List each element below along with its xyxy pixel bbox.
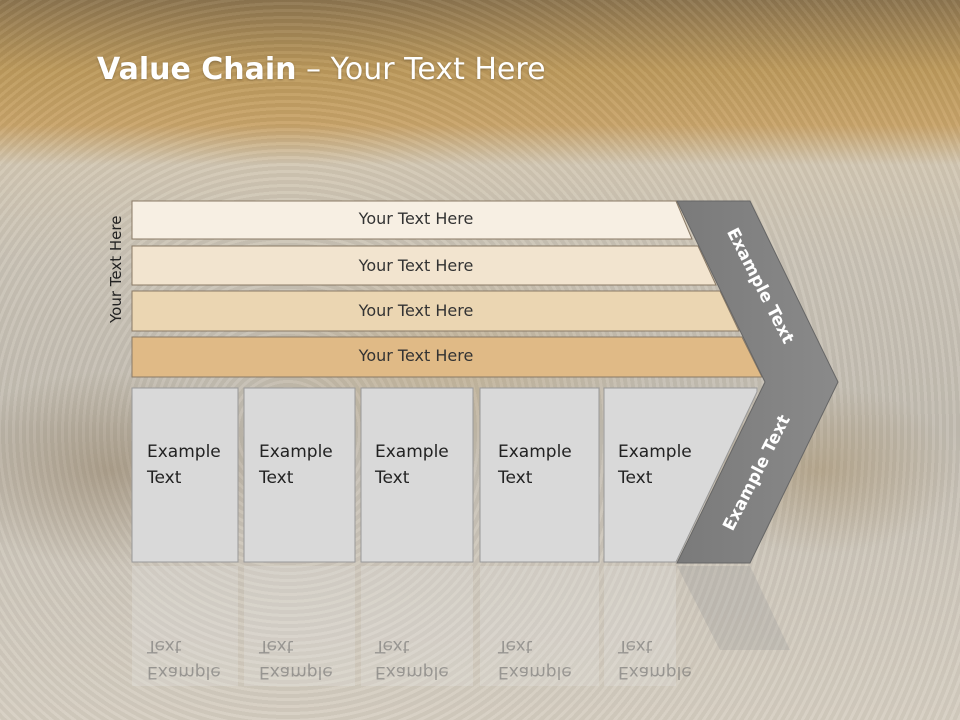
box-label-5-line2: Text (618, 468, 653, 488)
slide-title: Value Chain – Your Text Here (97, 52, 546, 87)
box-label-3-line1: Example (375, 442, 449, 462)
bar-label-2: Your Text Here (358, 256, 474, 275)
box-label-1-line2: Text (147, 468, 182, 488)
bar-label-1: Your Text Here (358, 209, 474, 228)
bar-3 (131, 290, 740, 332)
bar-label-3: Your Text Here (358, 301, 474, 320)
title-bold: Value Chain (97, 52, 297, 87)
box-label-5: Example Text (618, 439, 692, 491)
box-5 (603, 387, 758, 563)
box-label-1-line1: Example (147, 442, 221, 462)
box-label-1: Example Text (147, 439, 221, 491)
chevron-arrow (676, 200, 839, 564)
bar-2 (131, 245, 717, 286)
box-2 (243, 387, 356, 563)
reflection (132, 566, 790, 686)
box-label-3: Example Text (375, 439, 449, 491)
box-1 (131, 387, 239, 563)
bar-1 (131, 200, 693, 240)
box-label-2-line2: Text (259, 468, 294, 488)
box-4 (479, 387, 600, 563)
box-label-4-line2: Text (498, 468, 533, 488)
box-label-4-line1: Example (498, 442, 572, 462)
box-label-4: Example Text (498, 439, 572, 491)
bar-label-4: Your Text Here (358, 346, 474, 365)
box-label-5-line1: Example (618, 442, 692, 462)
bar-4 (131, 336, 763, 378)
box-label-3-line2: Text (375, 468, 410, 488)
box-label-2: Example Text (259, 439, 333, 491)
box-3 (360, 387, 474, 563)
box-label-2-line1: Example (259, 442, 333, 462)
title-rest: – Your Text Here (296, 52, 546, 87)
